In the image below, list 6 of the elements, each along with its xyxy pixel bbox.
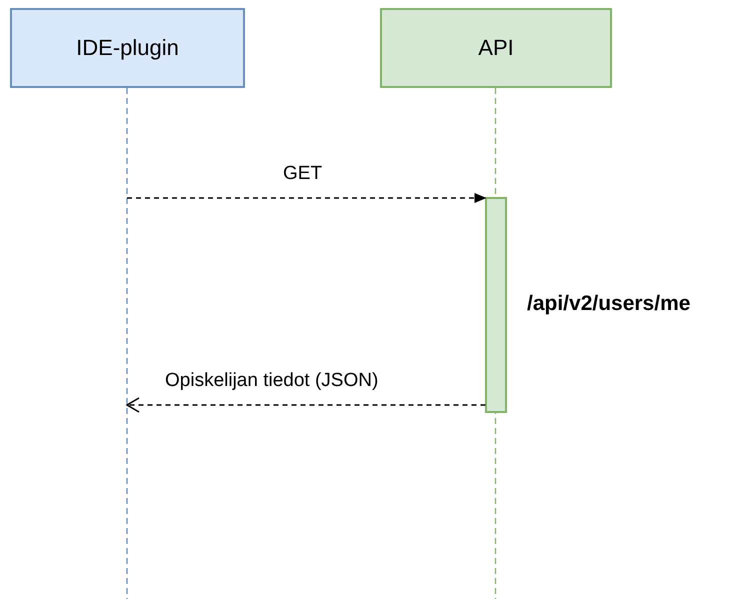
activation-bar	[484, 197, 506, 413]
message-arrow	[127, 193, 486, 203]
endpoint-path: /api/v2/users/me	[527, 292, 690, 316]
message-arrow	[126, 397, 486, 413]
participant-box: IDE-plugin	[10, 8, 245, 88]
participant-box: API	[380, 8, 612, 88]
